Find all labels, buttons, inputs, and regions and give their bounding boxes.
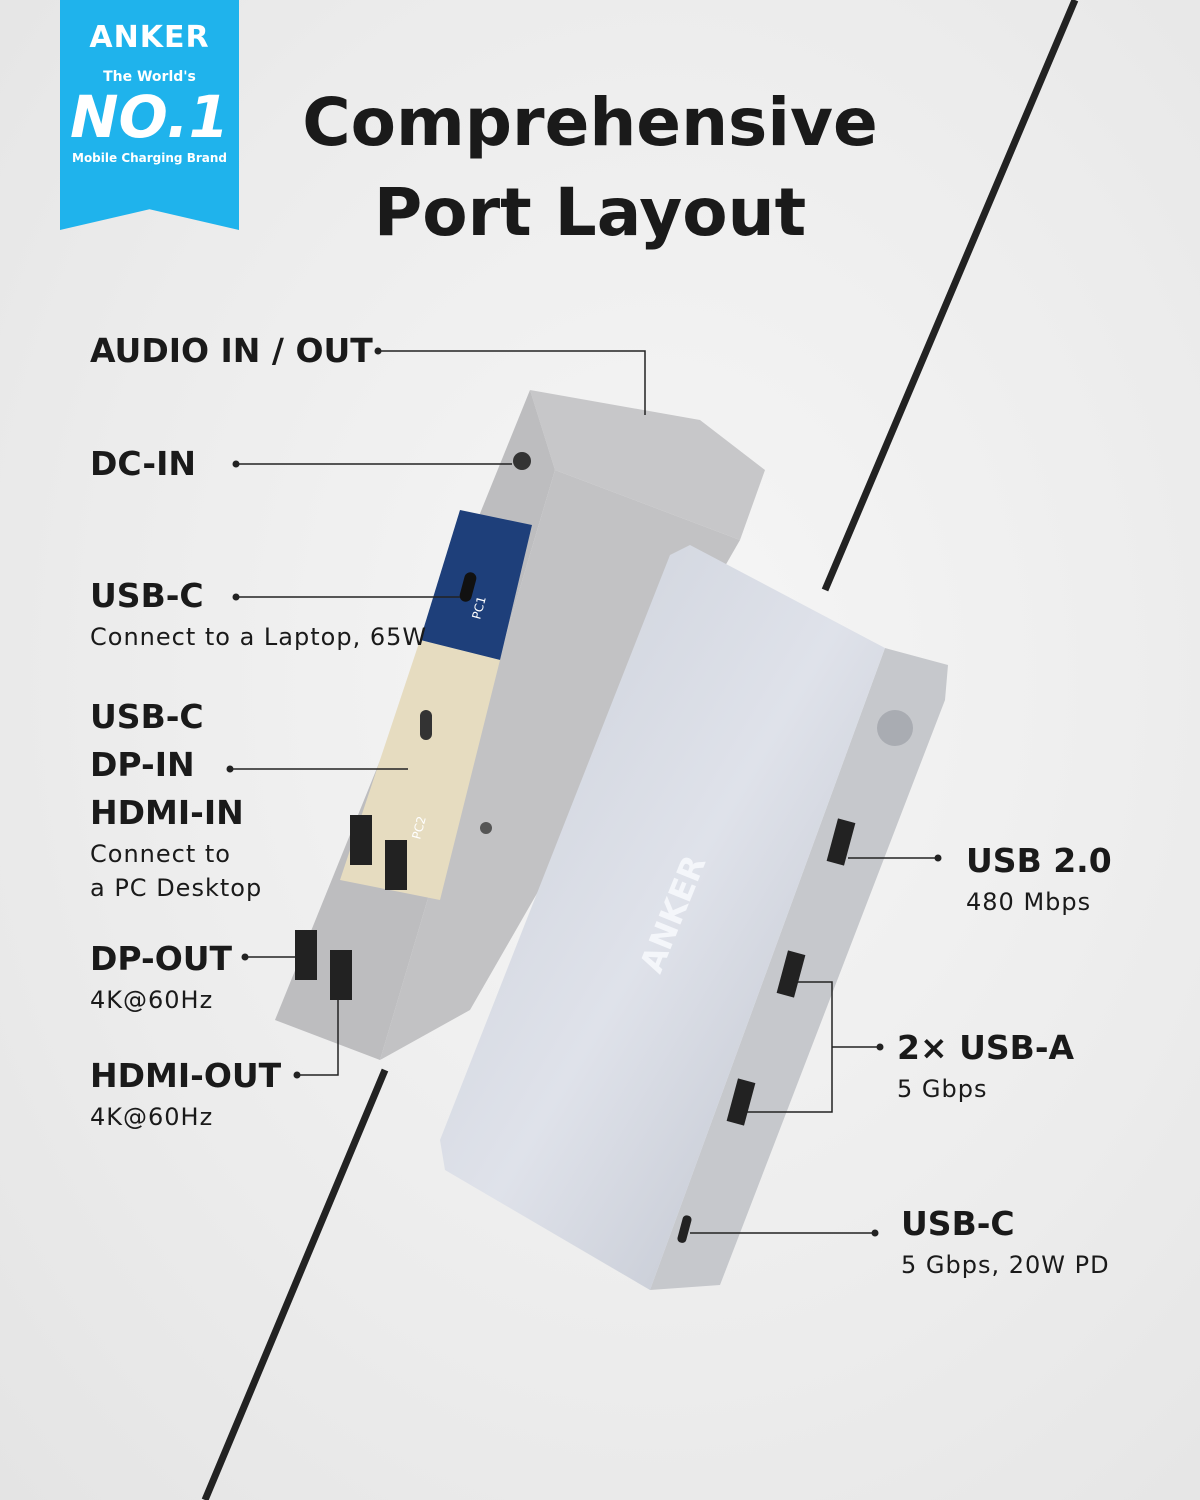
usbc-pc1-port xyxy=(459,572,477,602)
pc1-label: PC1 xyxy=(469,595,489,621)
badge-subtitle: Mobile Charging Brand xyxy=(72,151,227,165)
hdmi-in-port xyxy=(385,840,407,890)
label-pc-inputs: USB-C DP-IN HDMI-IN Connect to a PC Desk… xyxy=(90,697,263,902)
hdmi-out-port xyxy=(330,950,352,1000)
title-line-2: Port Layout xyxy=(373,174,807,251)
anker-no1-badge: ANKER The World's NO.1 Mobile Charging B… xyxy=(60,0,239,230)
label-dc-in: DC-IN xyxy=(90,444,196,483)
usbc-front-port xyxy=(677,1215,692,1243)
dp-in-port xyxy=(350,815,372,865)
badge-tagline: The World's xyxy=(103,69,196,85)
label-audio: AUDIO IN / OUT xyxy=(90,331,373,370)
usba-port-2 xyxy=(726,1078,756,1126)
dc-in-port xyxy=(513,452,531,470)
leader-dots xyxy=(226,347,942,1237)
pc1-panel xyxy=(420,510,532,660)
pc2-label: PC2 xyxy=(409,815,429,841)
audio-jack xyxy=(480,822,492,834)
pc2-panel xyxy=(340,640,500,900)
badge-no1: NO.1 xyxy=(70,83,229,151)
title-line-1: Comprehensive xyxy=(302,84,878,161)
usba-port-1 xyxy=(776,950,806,998)
back-unit-top xyxy=(530,390,765,540)
power-button xyxy=(877,710,913,746)
usb2-port xyxy=(826,818,856,866)
cable-top xyxy=(821,0,1079,592)
anker-logo: ANKER xyxy=(89,20,210,55)
front-unit-face xyxy=(440,545,885,1290)
cable-bottom xyxy=(201,1068,389,1500)
usbc-pc2-port xyxy=(420,710,432,740)
page-title: Comprehensive Port Layout xyxy=(290,78,890,258)
leader-lines xyxy=(230,350,938,1234)
dp-out-port xyxy=(295,930,317,980)
